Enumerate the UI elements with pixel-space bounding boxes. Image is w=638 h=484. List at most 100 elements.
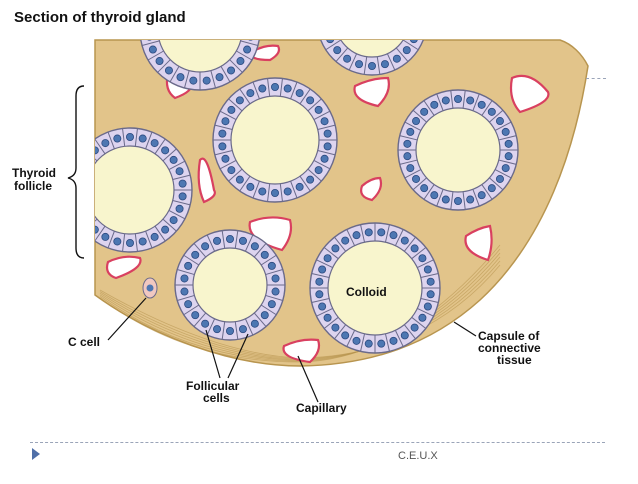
cell-nucleus (170, 156, 177, 163)
cell-nucleus (213, 326, 220, 333)
cell-nucleus (324, 130, 331, 137)
cell-nucleus (390, 337, 397, 344)
capsule-callout (454, 322, 476, 336)
cell-nucleus (353, 337, 360, 344)
cell-nucleus (421, 185, 428, 192)
cell-nucleus (316, 278, 323, 285)
cell-nucleus (192, 312, 199, 319)
cell-nucleus (165, 67, 172, 74)
cell-nucleus (259, 85, 266, 92)
cell-nucleus (247, 183, 254, 190)
cell-nucleus (83, 156, 90, 163)
cell-nucleus (190, 77, 197, 84)
cell-nucleus (334, 47, 341, 54)
cell-nucleus (83, 217, 90, 224)
cell-wall (75, 210, 91, 218)
cell-nucleus (237, 57, 244, 64)
cell-nucleus (488, 185, 495, 192)
cell-nucleus (478, 192, 485, 199)
cell-nucleus (126, 133, 133, 140)
cell-nucleus (192, 251, 199, 258)
cell-nucleus (502, 128, 509, 135)
cell-wall (319, 30, 336, 35)
cell-nucleus (327, 0, 334, 4)
cell-nucleus (228, 106, 235, 113)
cell-nucleus (272, 275, 279, 282)
cell-nucleus (162, 147, 169, 154)
cell-nucleus (236, 176, 243, 183)
cell-nucleus (424, 266, 431, 273)
cell-nucleus (410, 0, 417, 4)
label-c-cell: C cell (68, 335, 100, 349)
follicle-left (68, 128, 192, 252)
cell-nucleus (412, 175, 419, 182)
cell-nucleus (324, 314, 331, 321)
cell-nucleus (467, 97, 474, 104)
cell-nucleus (296, 89, 303, 96)
label-thyroid-follicle-2: follicle (14, 179, 52, 193)
cell-nucleus (332, 324, 339, 331)
cell-nucleus (427, 291, 434, 298)
cell-nucleus (162, 226, 169, 233)
cell-nucleus (393, 55, 400, 62)
cell-nucleus (219, 130, 226, 137)
cell-nucleus (412, 117, 419, 124)
cell-nucleus (268, 262, 275, 269)
cell-nucleus (321, 155, 328, 162)
cell-nucleus (139, 135, 146, 142)
colloid (231, 96, 319, 184)
cell-nucleus (74, 193, 81, 200)
cell-nucleus (342, 237, 349, 244)
cell-nucleus (404, 153, 411, 160)
cell-nucleus (442, 196, 449, 203)
cell-nucleus (407, 128, 414, 135)
cell-nucleus (77, 205, 84, 212)
cell-nucleus (176, 168, 183, 175)
cell-nucleus (146, 33, 153, 40)
cell-wall (75, 161, 91, 169)
cell-nucleus (296, 183, 303, 190)
cell-nucleus (181, 275, 188, 282)
cell-nucleus (271, 189, 278, 196)
cell-nucleus (353, 232, 360, 239)
cell-nucleus (319, 266, 326, 273)
cell-nucleus (403, 47, 410, 54)
cell-nucleus (419, 255, 426, 262)
cell-nucleus (77, 168, 84, 175)
cell-nucleus (431, 101, 438, 108)
cell-nucleus (414, 23, 421, 30)
follicle-top-center (213, 78, 337, 202)
cell-nucleus (390, 232, 397, 239)
cell-nucleus (228, 167, 235, 174)
cell-nucleus (251, 243, 258, 250)
cell-nucleus (344, 55, 351, 62)
cell-nucleus (271, 83, 278, 90)
cell-wall (70, 201, 87, 205)
cell-nucleus (244, 7, 251, 14)
cell-nucleus (321, 118, 328, 125)
cell-nucleus (226, 235, 233, 242)
follicle-top-right (398, 90, 518, 210)
cell-wall (148, 0, 164, 9)
cell-nucleus (239, 326, 246, 333)
cell-wall (241, 14, 258, 19)
cell-nucleus (467, 196, 474, 203)
cell-nucleus (284, 85, 291, 92)
cell-nucleus (319, 303, 326, 310)
cell-nucleus (226, 327, 233, 334)
cell-nucleus (419, 314, 426, 321)
cell-nucleus (272, 288, 279, 295)
cell-nucleus (156, 0, 163, 3)
cell-nucleus (355, 61, 362, 68)
cell-nucleus (203, 77, 210, 84)
cell-wall (408, 30, 425, 35)
cell-nucleus (261, 312, 268, 319)
label-thyroid-follicle-1: Thyroid (12, 166, 56, 180)
follicle-bottom-left (175, 230, 285, 340)
colloid (416, 108, 500, 192)
slide-bullet-arrow-icon (32, 448, 40, 460)
cell-nucleus (222, 118, 229, 125)
cell-nucleus (102, 233, 109, 240)
